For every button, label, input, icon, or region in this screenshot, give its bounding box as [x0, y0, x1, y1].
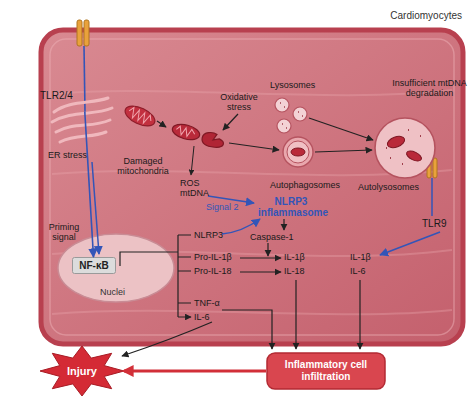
outcome-box — [267, 353, 385, 389]
cell-membrane — [41, 30, 463, 344]
cytokine-label: IL-6 — [350, 266, 366, 276]
cytokine-label: IL-1β — [284, 252, 305, 262]
cytokine-label: IL-18 — [284, 266, 305, 276]
injury-burst: Injury — [40, 346, 124, 396]
injury-star — [40, 346, 124, 396]
cell-body: CardiomyocytesTLR2/4TLR9Nuclei NF-κB — [38, 4, 466, 348]
cytokine-label: IL-1β — [350, 252, 371, 262]
cytokine-label: TNF-α — [194, 298, 220, 308]
process-note: Insufficient mtDNA degradation — [392, 78, 467, 98]
receptor: TLR2/4 — [40, 18, 124, 112]
organelle-label: Damaged mitochondria — [112, 156, 174, 176]
receptor-chain — [427, 158, 431, 178]
protein-label: NLRP3 — [194, 230, 223, 240]
nucleus-label: Nuclei — [100, 287, 125, 297]
nucleus-envelope — [58, 234, 174, 302]
stimulus-label: ER stress — [48, 150, 87, 160]
receptor-label: TLR2/4 — [40, 90, 73, 101]
receptor-chain — [433, 158, 437, 178]
outcome-label: Injury — [40, 346, 124, 396]
complex-label: NLRP3 inflammasome — [258, 196, 324, 218]
receptor-chain — [77, 20, 82, 46]
factor-box — [73, 258, 116, 274]
signal-label: Priming signal — [44, 222, 84, 242]
stimulus-label: Oxidative stress — [214, 92, 264, 112]
molecule-label: mtDNA — [180, 188, 209, 198]
organelle-label: Autophagosomes — [270, 180, 340, 190]
transcription-factor: NF-κB — [72, 257, 116, 274]
cell-type-label: Cardiomyocytes — [390, 10, 462, 21]
signal-line — [84, 46, 85, 112]
signal-line — [431, 178, 433, 216]
nucleus: Nuclei NF-κB — [56, 232, 176, 304]
cytokine-label: IL-6 — [194, 312, 210, 322]
signal-label: Signal 2 — [206, 202, 239, 212]
receptor: TLR9 — [418, 156, 462, 234]
cytokine-label: Pro-IL-1β — [194, 252, 232, 262]
outcome-label: Inflammatory cell infiltration — [272, 352, 380, 390]
factor-label: NF-κB — [72, 257, 116, 274]
organelle-label: Autolysosomes — [358, 182, 419, 192]
molecule-label: ROS — [180, 178, 200, 188]
protein-label: Caspase-1 — [250, 232, 294, 242]
outcome-box: Inflammatory cell infiltration — [266, 352, 386, 390]
myofibril-striation — [52, 90, 452, 314]
receptor-chain — [84, 20, 89, 46]
receptor-label: TLR9 — [422, 218, 446, 229]
organelle-label: Lysosomes — [270, 80, 315, 90]
connector-arrow — [124, 370, 266, 373]
cytokine-label: Pro-IL-18 — [194, 266, 232, 276]
